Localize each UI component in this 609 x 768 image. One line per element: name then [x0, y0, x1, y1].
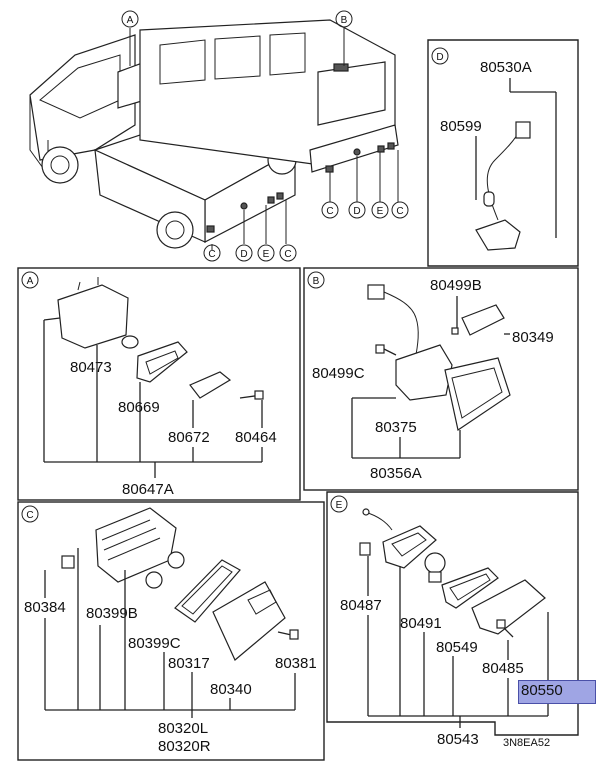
part-80491: 80491 [400, 615, 442, 632]
part-80669: 80669 [118, 399, 160, 416]
part-80485: 80485 [482, 660, 524, 677]
panel-label: E [336, 500, 343, 511]
callout-d: D [240, 249, 247, 260]
part-80499C: 80499C [312, 365, 365, 382]
part-80487: 80487 [340, 597, 382, 614]
callout-b: B [341, 15, 348, 26]
part-80473: 80473 [70, 359, 112, 376]
part-80672: 80672 [168, 429, 210, 446]
callout-a: A [127, 15, 134, 26]
callout-e: E [263, 249, 270, 260]
panel-e: E 80487 80491 80549 80485 80543 [326, 491, 579, 748]
part-80464: 80464 [235, 429, 277, 446]
part-80499B: 80499B [430, 277, 482, 294]
part-80340: 80340 [210, 681, 252, 698]
part-80381: 80381 [275, 655, 317, 672]
part-80543: 80543 [437, 731, 479, 748]
part-80320R: 80320R [158, 738, 211, 755]
part-80384: 80384 [24, 599, 66, 616]
part-80375: 80375 [375, 419, 417, 436]
panel-label: C [26, 510, 33, 521]
van-illustration [139, 19, 399, 202]
part-80530A: 80530A [480, 59, 532, 76]
highlight-box-80550 [518, 680, 596, 704]
part-80356A: 80356A [370, 465, 422, 482]
part-80399C: 80399C [128, 635, 181, 652]
callout-e: E [377, 206, 384, 217]
panel-label: A [27, 276, 34, 287]
callout-c: C [208, 249, 215, 260]
panel-label: B [313, 276, 320, 287]
panel-label: D [436, 52, 443, 63]
part-80550[interactable]: 80550 [521, 682, 563, 699]
panel-a: A 80473 80669 80672 80464 80647A [17, 267, 301, 501]
part-80599: 80599 [440, 118, 482, 135]
callout-d: D [353, 206, 360, 217]
part-80320L: 80320L [158, 720, 208, 737]
callout-c: C [284, 249, 291, 260]
panel-c: C 80384 80399B 80399C 80317 80381 80340 … [17, 501, 325, 761]
part-80349: 80349 [512, 329, 554, 346]
part-80317: 80317 [168, 655, 210, 672]
diagram-code: 3N8EA52 [503, 737, 551, 749]
part-80647A: 80647A [122, 481, 174, 498]
part-80549: 80549 [436, 639, 478, 656]
panel-d: D 80530A 80599 [427, 39, 579, 267]
part-80399B: 80399B [86, 605, 138, 622]
callout-c: C [326, 206, 333, 217]
callout-c: C [396, 206, 403, 217]
panel-b: B 80499B 80349 80499C 80375 80356A [303, 267, 579, 491]
overview-callouts: A B C D E C C D E C [121, 10, 409, 262]
